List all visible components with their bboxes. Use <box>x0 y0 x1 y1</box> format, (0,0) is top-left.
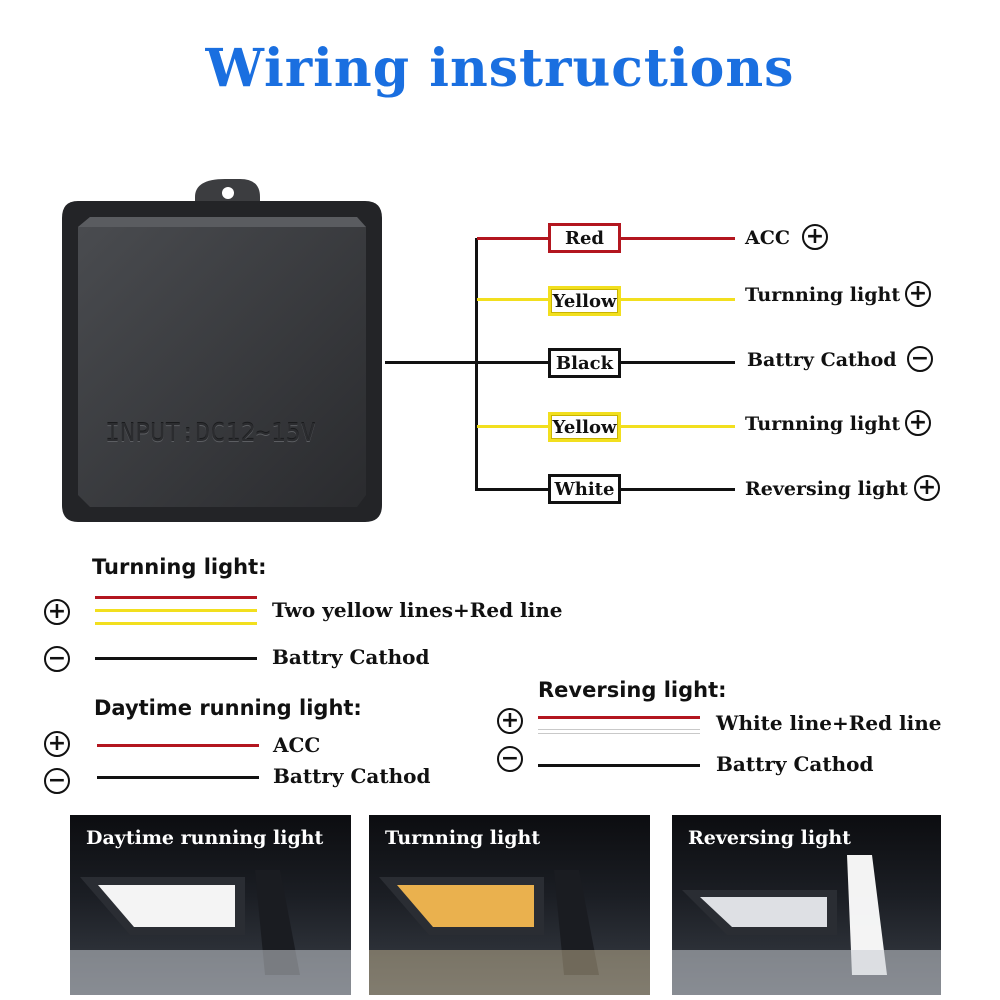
plus-icon: + <box>914 475 940 501</box>
turning-negative-label: Battry Cathod <box>272 645 430 669</box>
wire-dest-battery: Battry Cathod <box>747 349 897 371</box>
reversing-heading: Reversing light: <box>538 678 727 702</box>
bus-line <box>475 238 478 491</box>
minus-icon: − <box>44 646 70 672</box>
turning-line-red <box>95 596 257 599</box>
photo-caption: Reversing light <box>688 827 851 849</box>
photo-caption: Daytime running light <box>86 827 324 849</box>
minus-icon: − <box>497 746 523 772</box>
wire-dest-acc: ACC <box>745 227 790 249</box>
photo-daytime: Daytime running light <box>70 815 351 995</box>
control-box: INPUT:DC12~15V <box>60 175 390 525</box>
turning-line-yellow-2 <box>95 622 257 625</box>
plus-icon: + <box>497 708 523 734</box>
turning-line-black <box>95 657 257 660</box>
wire-dest-reversing: Reversing light <box>745 478 908 500</box>
reversing-line-red <box>538 716 700 719</box>
plus-icon: + <box>905 410 931 436</box>
box-input-label: INPUT:DC12~15V <box>105 418 316 447</box>
wire-dest-turning-2: Turnning light <box>745 413 901 435</box>
wire-dest-turning-1: Turnning light <box>745 284 901 306</box>
minus-icon: − <box>907 346 933 372</box>
wire-tag-yellow-2: Yellow <box>548 412 621 442</box>
main-cable <box>385 361 477 364</box>
reversing-negative-label: Battry Cathod <box>716 752 874 776</box>
plus-icon: + <box>44 599 70 625</box>
daytime-line-black <box>97 776 259 779</box>
reversing-line-white <box>538 729 700 734</box>
wire-tag-red: Red <box>548 223 621 253</box>
plus-icon: + <box>44 731 70 757</box>
wire-tag-white: White <box>548 474 621 504</box>
reversing-line-black <box>538 764 700 767</box>
lamp-graphic <box>369 870 650 995</box>
wire-tag-black: Black <box>548 348 621 378</box>
turning-positive-label: Two yellow lines+Red line <box>272 598 563 622</box>
wire-tag-yellow-1: Yellow <box>548 286 621 316</box>
daytime-heading: Daytime running light: <box>94 696 362 720</box>
turning-line-yellow-1 <box>95 609 257 612</box>
photo-reversing: Reversing light <box>672 815 941 995</box>
daytime-negative-label: Battry Cathod <box>273 764 431 788</box>
daytime-line-red <box>97 744 259 747</box>
plus-icon: + <box>905 281 931 307</box>
daytime-positive-label: ACC <box>273 733 321 757</box>
page-title: Wiring instructions <box>205 38 795 99</box>
photo-turning: Turnning light <box>369 815 650 995</box>
photo-caption: Turnning light <box>385 827 541 849</box>
lamp-graphic <box>70 870 351 995</box>
lamp-graphic <box>672 855 941 995</box>
turning-heading: Turnning light: <box>92 555 267 579</box>
minus-icon: − <box>44 768 70 794</box>
control-box-graphic <box>62 179 382 522</box>
plus-icon: + <box>802 224 828 250</box>
reversing-positive-label: White line+Red line <box>716 711 942 735</box>
